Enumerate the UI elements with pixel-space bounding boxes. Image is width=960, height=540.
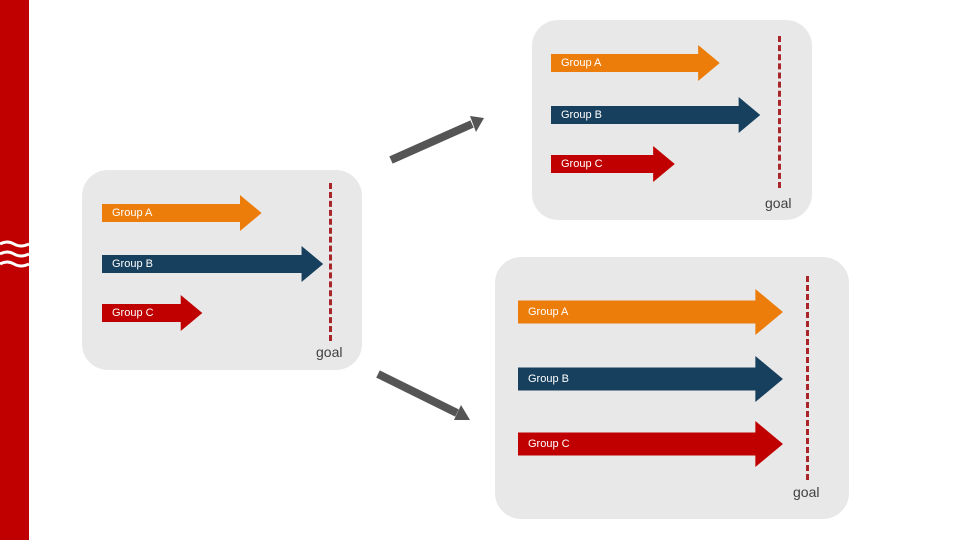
arrow-label: Group B bbox=[561, 109, 602, 121]
arrow-shape bbox=[102, 195, 262, 231]
goal-label-top-right: goal bbox=[765, 195, 792, 211]
arrow-shape bbox=[518, 356, 783, 402]
arrow-group-a-left: Group A bbox=[102, 195, 262, 231]
arrow-label: Group C bbox=[528, 438, 570, 450]
goal-label-bottom-right: goal bbox=[793, 484, 820, 500]
arrow-label: Group A bbox=[528, 306, 569, 318]
arrow-body bbox=[102, 295, 203, 331]
arrow-group-c-bottom-right: Group C bbox=[518, 421, 783, 467]
arrow-body bbox=[102, 195, 262, 231]
goal-line-left bbox=[329, 183, 332, 341]
arrow-label: Group B bbox=[528, 373, 569, 385]
goal-label-left: goal bbox=[316, 344, 343, 360]
wave-logo-icon bbox=[0, 240, 29, 268]
arrow-body bbox=[551, 45, 720, 81]
arrow-group-b-bottom-right: Group B bbox=[518, 356, 783, 402]
arrow-body bbox=[518, 289, 783, 335]
arrow-group-b-left: Group B bbox=[102, 246, 324, 282]
arrow-shape bbox=[551, 97, 761, 133]
arrow-shape bbox=[102, 295, 203, 331]
arrow-group-c-left: Group C bbox=[102, 295, 203, 331]
arrow-body bbox=[518, 421, 783, 467]
arrow-shape bbox=[102, 246, 324, 282]
goal-line-bottom-right bbox=[806, 276, 809, 480]
arrow-label: Group A bbox=[112, 207, 153, 219]
arrow-group-c-top-right: Group C bbox=[551, 146, 675, 182]
goal-line-top-right bbox=[778, 36, 781, 188]
arrow-label: Group B bbox=[112, 258, 153, 270]
arrow-label: Group C bbox=[112, 307, 154, 319]
arrow-body bbox=[551, 97, 761, 133]
arrow-group-a-bottom-right: Group A bbox=[518, 289, 783, 335]
arrow-shape bbox=[518, 289, 783, 335]
arrow-body bbox=[518, 356, 783, 402]
arrow-group-b-top-right: Group B bbox=[551, 97, 761, 133]
arrow-label: Group C bbox=[561, 158, 603, 170]
arrow-group-a-top-right: Group A bbox=[551, 45, 720, 81]
arrow-label: Group A bbox=[561, 57, 602, 69]
arrow-body bbox=[102, 246, 324, 282]
arrow-shape bbox=[551, 45, 720, 81]
arrow-shape bbox=[551, 146, 675, 182]
arrow-body bbox=[551, 146, 675, 182]
side-stripe bbox=[0, 0, 29, 540]
arrow-shape bbox=[518, 421, 783, 467]
